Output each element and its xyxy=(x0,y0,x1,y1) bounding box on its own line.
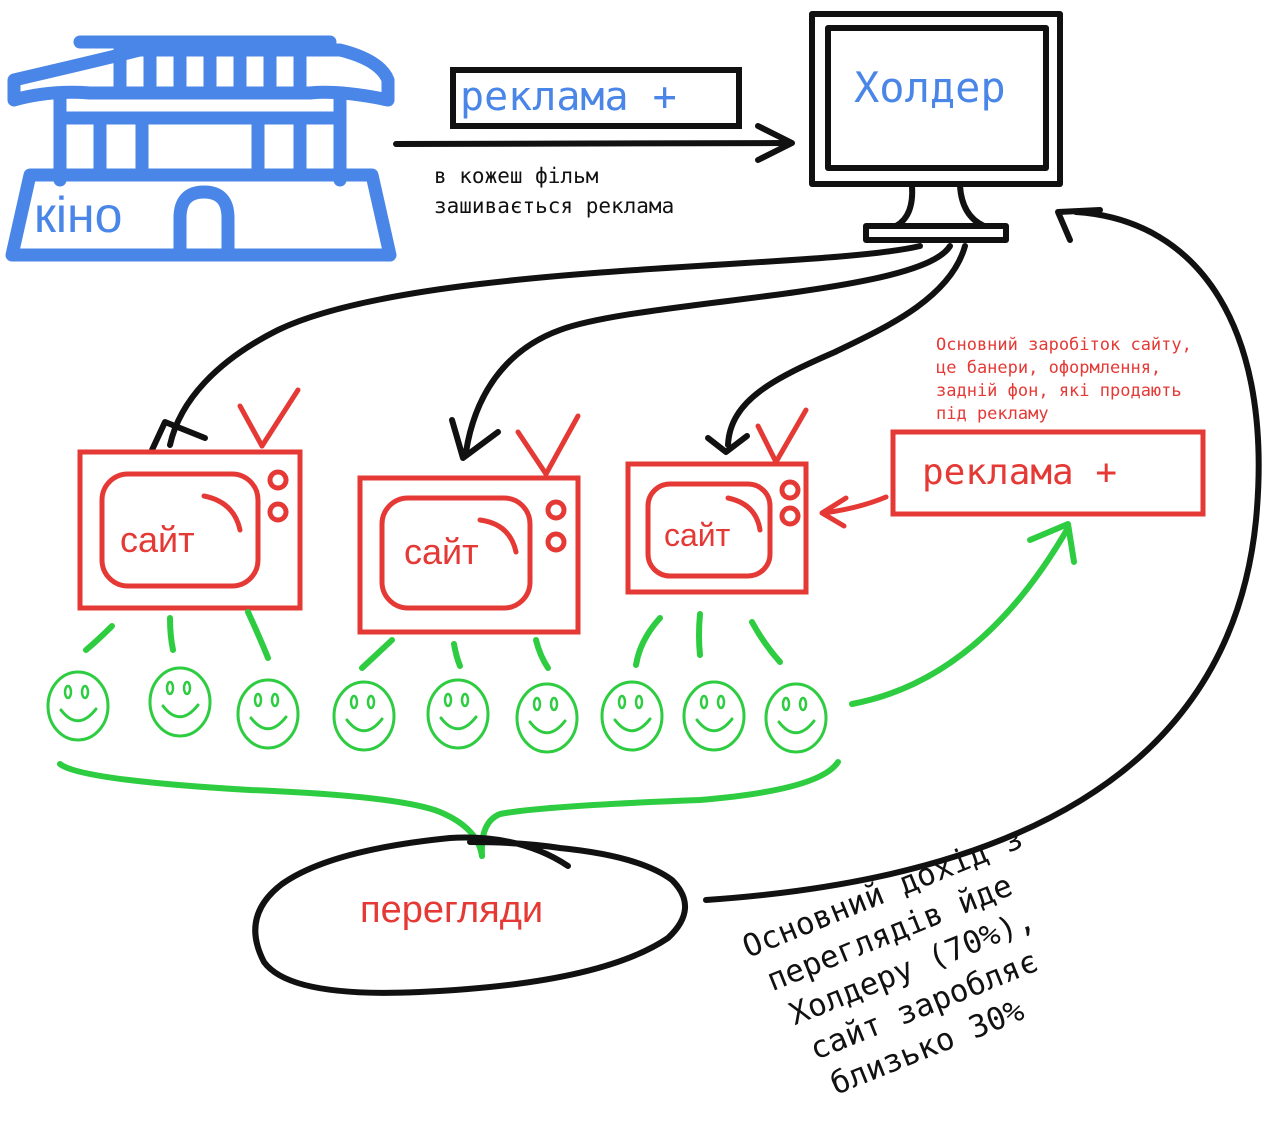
site-2-tv-icon xyxy=(357,413,581,635)
top-note-line-2: зашивається реклама xyxy=(434,194,674,218)
site-ad-label: реклама + xyxy=(922,452,1117,493)
site-ad-box xyxy=(890,429,1206,517)
views-ellipse xyxy=(252,834,689,996)
smiley-face-icon xyxy=(764,682,828,754)
viewers-to-views-brace xyxy=(57,759,841,859)
smiley-face-icon xyxy=(515,682,579,754)
views-to-holder-arrow xyxy=(703,207,1262,903)
site-note-line-3: задній фон, які продають xyxy=(936,381,1182,401)
revenue-note: Основний дохід з переглядів йде Холдеру … xyxy=(738,820,1044,1102)
top-ad-label: реклама + xyxy=(460,74,677,120)
smiley-face-icon xyxy=(148,666,212,738)
site-note-line-1: Основний заробіток сайту, xyxy=(936,335,1192,355)
viewer-link-lines xyxy=(83,609,783,671)
site-1-label: сайт xyxy=(120,519,195,560)
views-label: перегляди xyxy=(360,889,543,931)
cinema-building-icon xyxy=(5,35,397,262)
viewers-to-ad-arrow xyxy=(849,521,1077,707)
smiley-face-icon xyxy=(236,678,300,750)
desktop-monitor-icon xyxy=(809,11,1063,243)
cinema-to-holder-arrow xyxy=(393,123,795,163)
site-note-line-4: під рекламу xyxy=(936,404,1049,424)
smiley-face-icon xyxy=(46,670,110,742)
holder-label: Холдер xyxy=(854,63,1006,112)
site-note-line-2: це банери, оформлення, xyxy=(936,358,1161,378)
smiley-face-icon xyxy=(426,678,490,750)
site-1-tv-icon xyxy=(77,387,303,611)
ad-to-site-3-arrow xyxy=(819,494,889,529)
top-ad-box xyxy=(450,67,742,129)
smiley-face-icon xyxy=(332,680,396,752)
holder-to-site-3-arrow xyxy=(705,243,968,455)
smiley-face-icon xyxy=(600,680,664,752)
holder-to-site-1-arrow xyxy=(149,243,923,453)
top-note-line-1: в кожеш фільм xyxy=(434,164,599,188)
smiley-face-icon xyxy=(682,680,746,752)
holder-to-site-2-arrow xyxy=(449,243,953,461)
site-2-label: сайт xyxy=(404,531,479,572)
site-3-label: сайт xyxy=(664,517,731,553)
site-3-tv-icon xyxy=(625,407,809,595)
cinema-label: кіно xyxy=(34,187,122,243)
